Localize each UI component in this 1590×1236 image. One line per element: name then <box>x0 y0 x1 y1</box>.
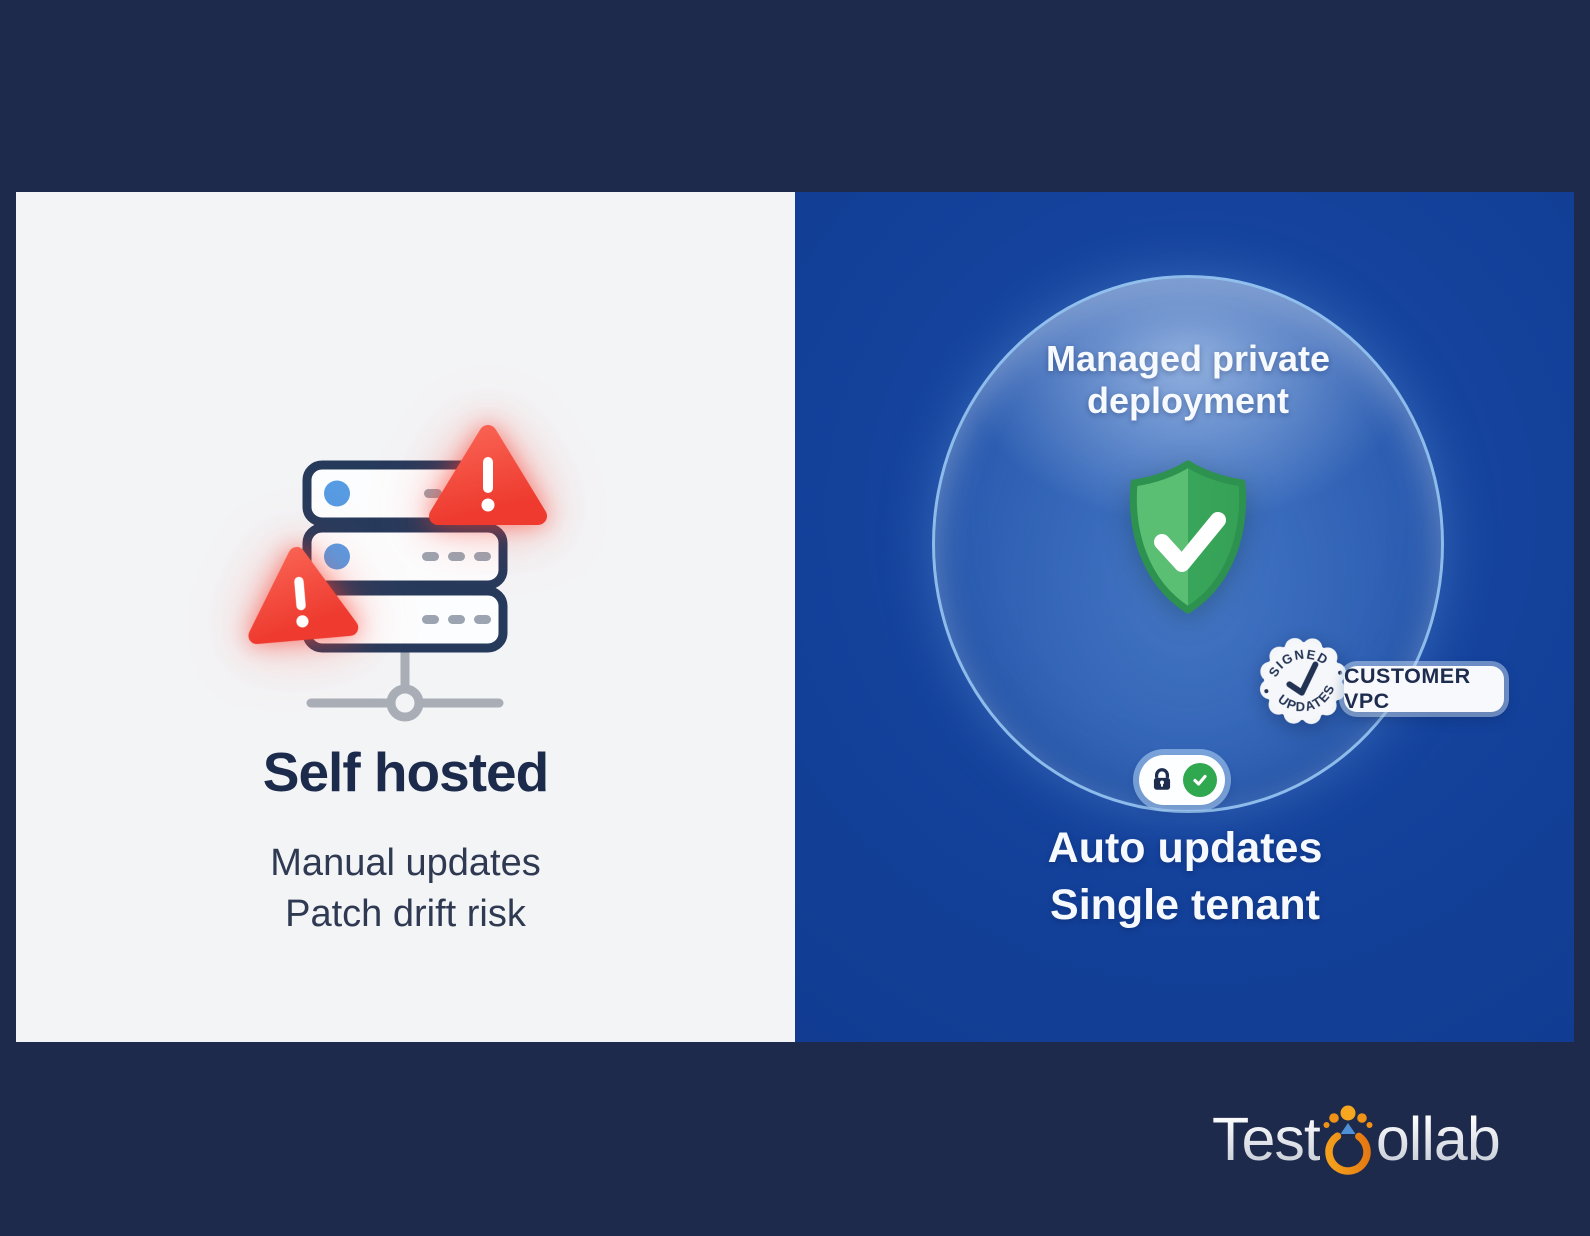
seal-check-icon <box>1286 661 1319 696</box>
testcollab-logo: Test ollab <box>1212 1098 1501 1176</box>
self-hosted-panel: Self hosted Manual updates Patch drift r… <box>16 192 795 1042</box>
right-panel-line-2: Single tenant <box>1050 881 1320 929</box>
lock-check-badge <box>1139 755 1225 805</box>
customer-vpc-label: CUSTOMER VPC <box>1344 664 1471 713</box>
right-panel-subtitles: Auto updates Single tenant <box>932 820 1438 934</box>
warning-triangle-icon <box>429 425 547 525</box>
left-panel-line-1: Manual updates <box>270 842 541 884</box>
logo-suffix: ollab <box>1375 1105 1501 1173</box>
seal-top-text: SIGNED <box>1262 639 1335 682</box>
managed-deployment-panel: Managed private deployment <box>795 192 1574 1042</box>
deployment-bubble: Managed private deployment <box>932 275 1444 813</box>
warning-triangle-icon <box>248 546 359 645</box>
left-panel-title: Self hosted <box>262 741 549 803</box>
server-stack-icon <box>285 455 525 755</box>
left-panel-subtitles: Manual updates Patch drift risk <box>16 838 795 940</box>
seal-text-and-check: SIGNED UPDATES <box>1262 639 1343 720</box>
right-panel-line-1: Auto updates <box>1047 824 1323 872</box>
logo-prefix: Test <box>1212 1105 1321 1173</box>
testcollab-c-icon <box>1322 1102 1374 1176</box>
svg-text:SIGNED: SIGNED <box>1262 639 1335 682</box>
bubble-title: Managed private deployment <box>1045 338 1331 422</box>
left-panel-line-2: Patch drift risk <box>285 893 526 935</box>
customer-vpc-badge: CUSTOMER VPC <box>1344 664 1504 713</box>
signed-updates-badge: SIGNED UPDATES <box>1247 625 1359 737</box>
shield-check-icon <box>1129 460 1247 614</box>
lock-icon <box>1153 768 1170 790</box>
check-circle-icon <box>1182 763 1217 797</box>
